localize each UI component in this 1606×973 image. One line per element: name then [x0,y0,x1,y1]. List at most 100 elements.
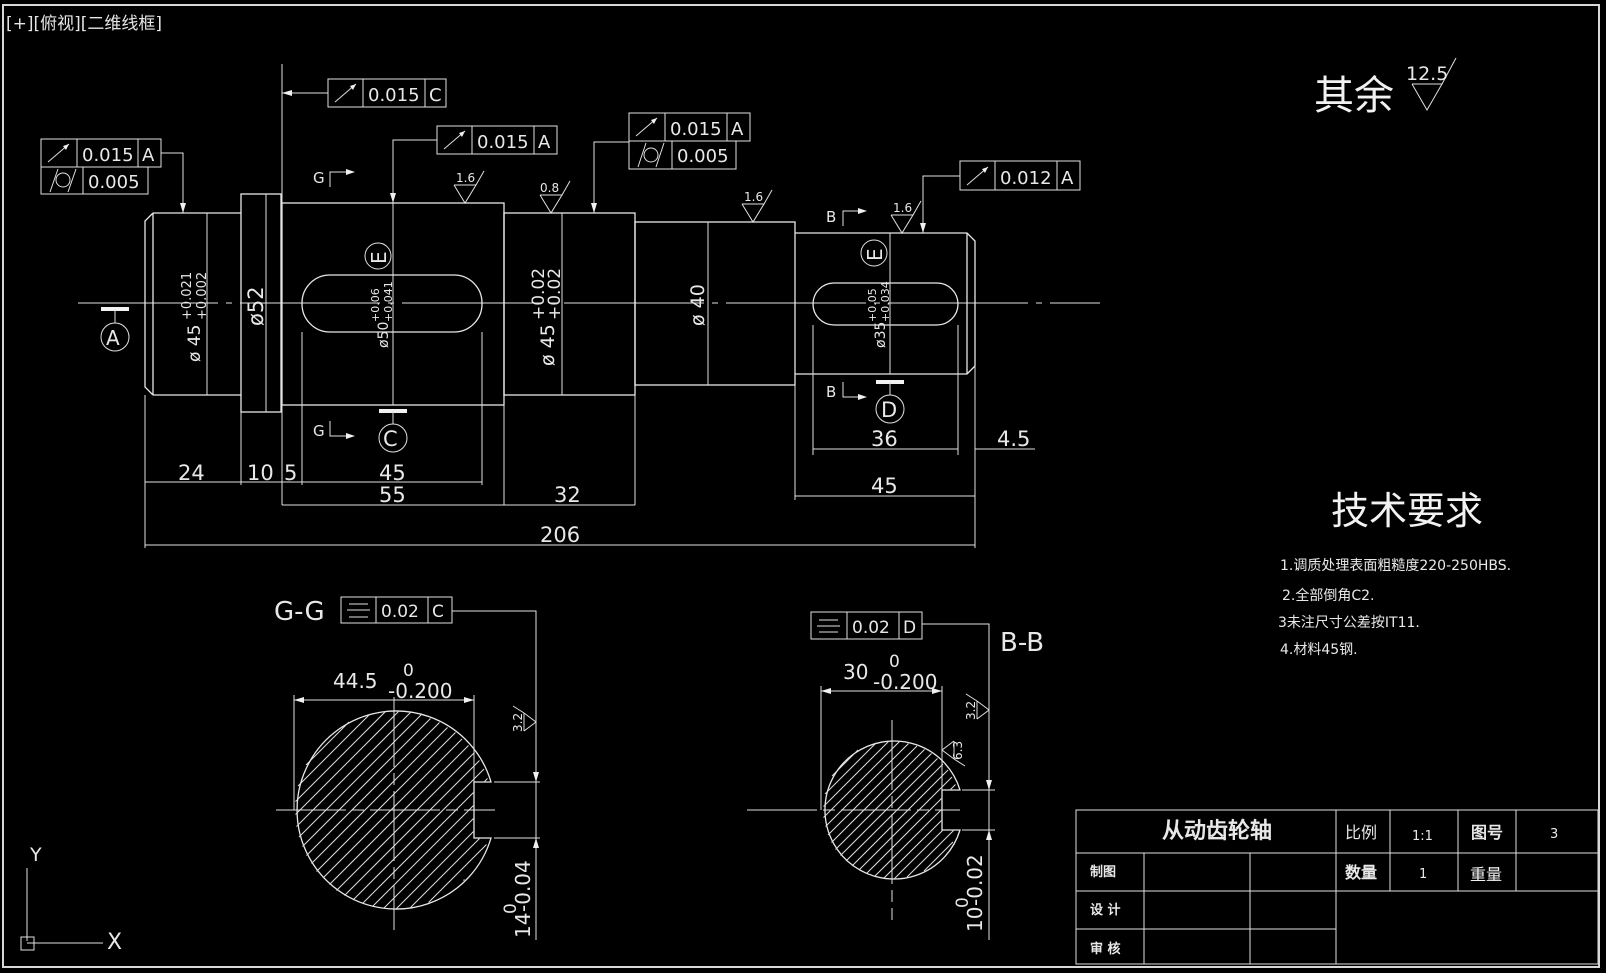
dim-10: 10 [247,461,274,485]
tech-requirements-title: 技术要求 [1331,489,1483,533]
hatch-line [950,784,956,790]
hatch-line [295,711,399,815]
hatch-line [824,742,877,795]
svg-text:1.6: 1.6 [456,171,475,185]
fcf-runout-a-mid: 0.015 A [390,125,558,203]
collar-d52 [240,193,282,413]
dim-55: 55 [379,483,406,507]
hatch-line [831,749,859,777]
section-gg-key-upper: 0 [501,903,521,914]
hatch-line [845,763,944,862]
svg-text:1.6: 1.6 [744,190,763,204]
section-bb-width-lower: -0.200 [873,670,937,694]
hatch-line [823,741,889,807]
part-name: 从动齿轮轴 [1162,818,1272,844]
fcf-runout-c-top: 0.015 C [282,78,447,108]
section-gg-width-upper: 0 [403,661,414,681]
shaft-d40 [634,221,796,386]
ucs-x-label: X [107,930,122,955]
svg-text:0.015: 0.015 [477,132,529,153]
dim-d45-mid-lower: +0.02 [545,268,565,320]
svg-text:0.005: 0.005 [88,172,140,193]
dim-32: 32 [554,483,581,507]
general-roughness-value: 12.5 [1406,63,1448,85]
section-marks: G G B B [313,169,867,440]
hatch-line [298,714,422,838]
keyway-slot-left [301,274,483,333]
section-bb-key-width: 10 [963,907,987,932]
weight-label: 重量 [1470,865,1502,884]
hatch-line [840,758,938,856]
section-gg-roughness: 3.2 [511,705,537,732]
svg-text:E: E [863,248,887,261]
hatch-line [428,844,487,903]
section-bb: B-B 0.02 D 30 0 -0.200 10 0 [747,611,1044,940]
viewport-controls-label[interactable]: [+][俯视][二维线框] [6,14,163,34]
datum-a: A [100,307,130,352]
svg-text:6.3: 6.3 [951,741,965,760]
section-b-bottom: B [826,383,836,401]
datum-c: C [378,409,408,453]
hatch-line [305,721,350,766]
section-gg-width: 44.5 [333,669,378,693]
section-b-top: B [826,208,836,226]
dim-d35-lower: +0.034 [879,281,892,322]
length-dimension-texts: 24 10 5 45 55 32 36 4.5 45 206 [178,427,1030,547]
svg-text:0.8: 0.8 [540,181,559,195]
hatch-line [297,713,371,787]
hatch-line [923,841,954,872]
svg-text:0.015: 0.015 [670,119,722,140]
general-roughness-label: 其余 [1314,73,1394,119]
section-gg-fcf-tolerance: 0.02 [381,602,419,622]
hatch-line [823,741,900,818]
dim-d45-mid-upper: +0.02 [529,268,549,320]
roughness-2: 0.8 [539,180,571,214]
section-gg-profile [296,710,492,910]
hatch-line [835,753,932,850]
quantity-label: 数量 [1345,863,1377,882]
svg-text:C: C [429,85,442,106]
section-bb-roughness-side: 3.2 [964,693,990,720]
datum-e-right: E [860,239,888,267]
scale-value: 1:1 [1412,829,1433,844]
section-gg-width-lower: -0.200 [388,679,452,703]
section-bb-title: B-B [1000,628,1044,658]
dim-d45-left-upper: +0.021 [180,272,195,320]
dim-45: 45 [379,461,406,485]
row-label-review: 审 核 [1090,941,1121,957]
hatch-line [372,805,474,907]
fcf-runout-a-left: 0.015 A 0.005 [40,138,186,213]
dim-4-5: 4.5 [997,427,1030,451]
dim-d50: ø50 [376,322,392,348]
hatch-line [306,722,440,856]
dim-d35-upper: +0.05 [866,288,879,322]
dim-24: 24 [178,461,205,485]
bearing-seat-d45 [503,212,636,396]
dim-d50-upper: +0.06 [369,288,382,322]
svg-text:C: C [383,427,398,451]
tech-requirements: 技术要求 1.调质处理表面粗糙度220-250HBS. 2.全部倒角C2. 3未… [1278,489,1511,658]
svg-text:0.012: 0.012 [1000,168,1052,189]
hatch-line [302,718,431,847]
section-bb-hatching [823,741,956,879]
svg-text:0.015: 0.015 [82,145,134,166]
dim-5: 5 [284,461,297,485]
hatch-line [906,830,954,878]
dim-36: 36 [871,427,898,451]
svg-text:0.005: 0.005 [677,146,729,167]
section-bb-fcf-tolerance: 0.02 [852,618,890,638]
dim-206: 206 [540,523,580,547]
hatch-line [295,711,386,802]
drawing-no-value: 3 [1550,827,1558,842]
section-gg-title: G-G [274,597,325,627]
hatch-line [866,798,942,874]
drawing-no-label: 图号 [1471,823,1503,842]
shaft-outline [78,64,1100,548]
svg-text:E: E [367,251,391,264]
svg-text:A: A [106,326,120,350]
section-gg-key-width: 14 [511,913,535,938]
dim-d50-lower: +0.041 [382,281,395,322]
hatch-line [296,712,411,827]
